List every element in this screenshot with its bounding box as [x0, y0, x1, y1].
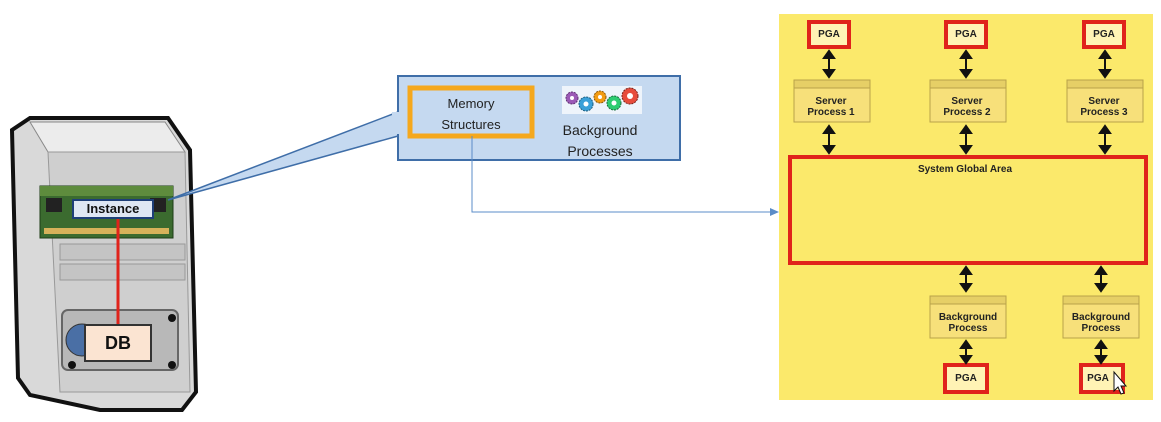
- pga-box[interactable]: [807, 20, 851, 49]
- pga-label: PGA: [1087, 373, 1109, 384]
- pga-label: PGA: [1093, 29, 1115, 40]
- pga-box[interactable]: [944, 20, 988, 49]
- disk-screw: [68, 361, 76, 369]
- callout-shape: [167, 75, 779, 216]
- disk-screw: [168, 314, 176, 322]
- drive-bay: [59, 263, 186, 281]
- background-process-box[interactable]: [929, 295, 1007, 339]
- connector-arrowhead: [770, 208, 779, 216]
- instance-label: Instance: [86, 201, 140, 216]
- gears-icon: [562, 86, 642, 114]
- background-process-label: Background Process: [1071, 312, 1131, 334]
- background-processes-label[interactable]: Background Processes: [562, 122, 638, 159]
- server-process-label: Server Process 1: [807, 96, 855, 118]
- server-process-box[interactable]: [1066, 79, 1144, 123]
- ram-contacts: [44, 228, 169, 234]
- system-global-area-box[interactable]: [788, 155, 1148, 265]
- pga-box[interactable]: [1082, 20, 1126, 49]
- server-process-label: Server Process 2: [943, 96, 991, 118]
- ram-edge: [40, 186, 173, 196]
- ram-chip: [46, 198, 62, 212]
- pga-label: PGA: [955, 373, 977, 384]
- double-arrow-icons: [822, 49, 1112, 365]
- server-process-box[interactable]: [793, 79, 871, 123]
- background-process-box[interactable]: [1062, 295, 1140, 339]
- memory-structures-label[interactable]: Memory Structures: [441, 96, 501, 132]
- mouse-cursor-icon: [1113, 370, 1128, 395]
- db-box[interactable]: DB: [84, 324, 152, 362]
- background-process-label: Background Process: [938, 312, 998, 334]
- system-global-area-label: System Global Area: [917, 164, 1013, 175]
- server-process-label: Server Process 3: [1080, 96, 1128, 118]
- callout-joint: [392, 112, 402, 134]
- disk-screw: [168, 361, 176, 369]
- ram-chip: [150, 198, 166, 212]
- drive-bay: [59, 243, 186, 261]
- instance-box[interactable]: Instance: [72, 199, 154, 219]
- server-process-box[interactable]: [929, 79, 1007, 123]
- pga-label: PGA: [818, 29, 840, 40]
- memory-to-sga-connector: [471, 136, 778, 213]
- memory-structures-highlight: [407, 85, 535, 139]
- db-label: DB: [105, 333, 131, 353]
- pga-label: PGA: [955, 29, 977, 40]
- pga-box[interactable]: [943, 363, 989, 394]
